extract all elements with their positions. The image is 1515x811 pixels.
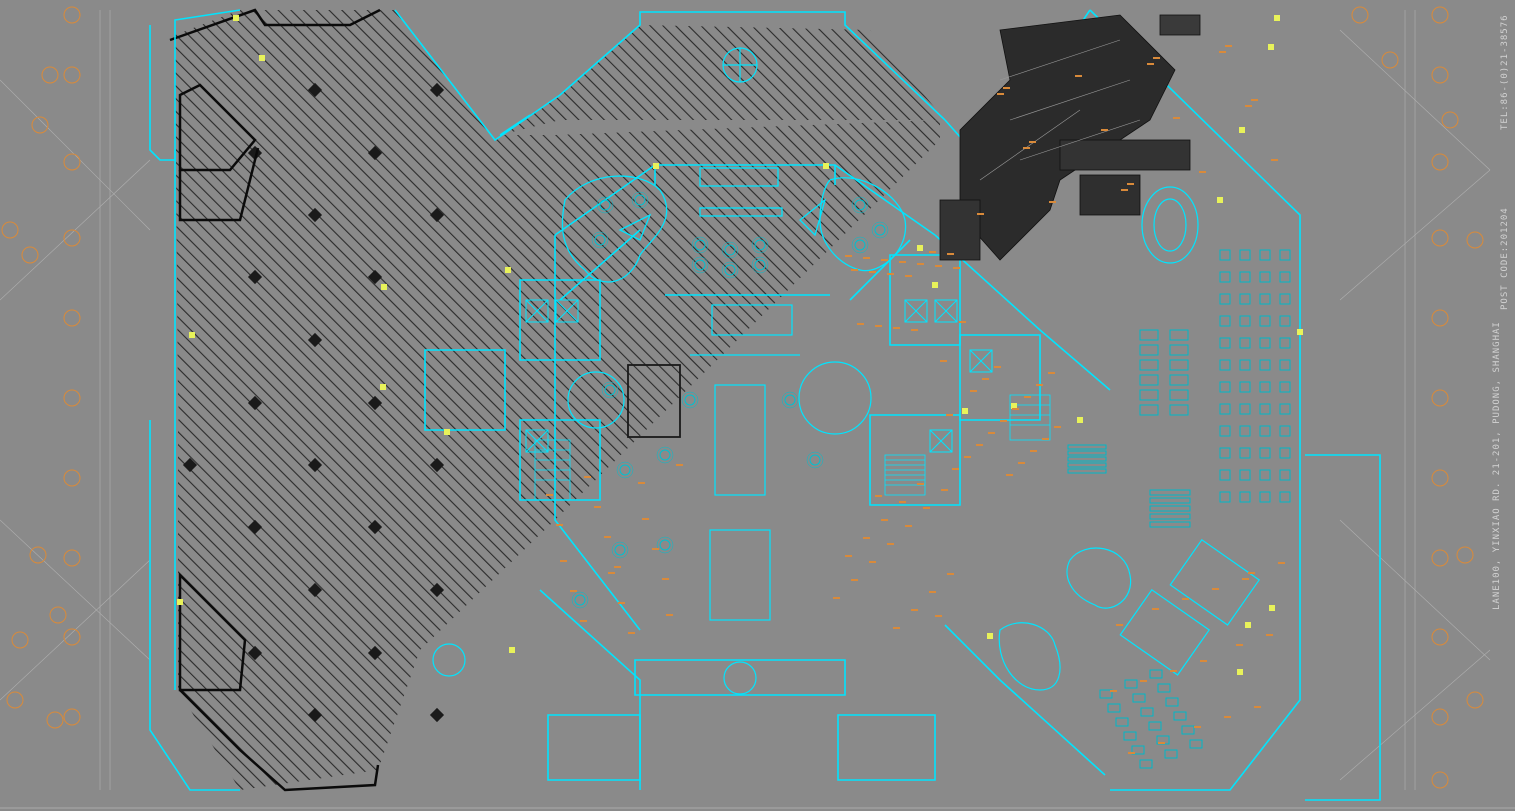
grid-bubble-icon [6,691,24,709]
highlight-markers [177,15,1303,675]
restaurant-seating [1067,249,1291,769]
grid-bubble-icon [1431,6,1449,24]
grid-bubble-icon [1,221,19,239]
grid-bubble-icon [1431,229,1449,247]
grid-bubble-icon [1431,771,1449,789]
grid-bubble-icon [46,711,64,729]
grid-bubble-icon [63,628,81,646]
revolving-door-icon [432,47,758,695]
grid-bubble-icon [1466,691,1484,709]
lower-right-lounge [998,538,1260,691]
grid-bubble-icon [1431,628,1449,646]
banquet-hall [567,304,872,621]
staircase-icon [534,394,1051,501]
grid-bubble-icon [21,246,39,264]
grid-bubble-icon [1431,66,1449,84]
grid-bubble-icon [1431,389,1449,407]
grid-bubble-icon [1431,469,1449,487]
grid-bubble-icon [63,708,81,726]
title-tel-text: TEL:86-(0)21-38576 [1500,14,1510,130]
grid-bubble-icon [1456,546,1474,564]
grid-bubble-icon [49,606,67,624]
grid-bubble-icon [41,66,59,84]
dining-furniture [571,191,889,609]
grid-bubble-icon [63,309,81,327]
grid-bubble-icon [31,116,49,134]
grid-bubble-icon [63,153,81,171]
grid-bubble-icon [1351,6,1369,24]
annotation-marks [546,45,1285,754]
title-tel: TEL:86-(0)21-38576 [1500,10,1515,130]
left-hatched-floor [169,8,945,792]
grid-bubble-icon [1431,309,1449,327]
grid-bubble-icon [11,631,29,649]
grid-bubble-icon [1441,111,1459,129]
grid-bubble-icon [63,389,81,407]
kitchen-equipment [979,39,1141,181]
grid-bubble-icon [63,469,81,487]
conference-table [1141,186,1199,264]
grid-bubble-icon [1431,708,1449,726]
grid-bubble-icon [63,66,81,84]
grid-bubble-icon [1431,549,1449,567]
grid-bubble-icon [63,6,81,24]
grid-bubble-icon [63,549,81,567]
kitchen-area [939,14,1201,261]
grid-bubble-icon [29,546,47,564]
grid-bubble-icon [1466,231,1484,249]
grid-bubble-icon [63,229,81,247]
elevator-icon [525,299,993,453]
grid-bubble-icons [1,6,1484,789]
central-lounge [561,167,907,283]
grid-bubble-icon [1431,153,1449,171]
building-walls [149,9,1381,801]
grid-bubble-icon [1381,51,1399,69]
